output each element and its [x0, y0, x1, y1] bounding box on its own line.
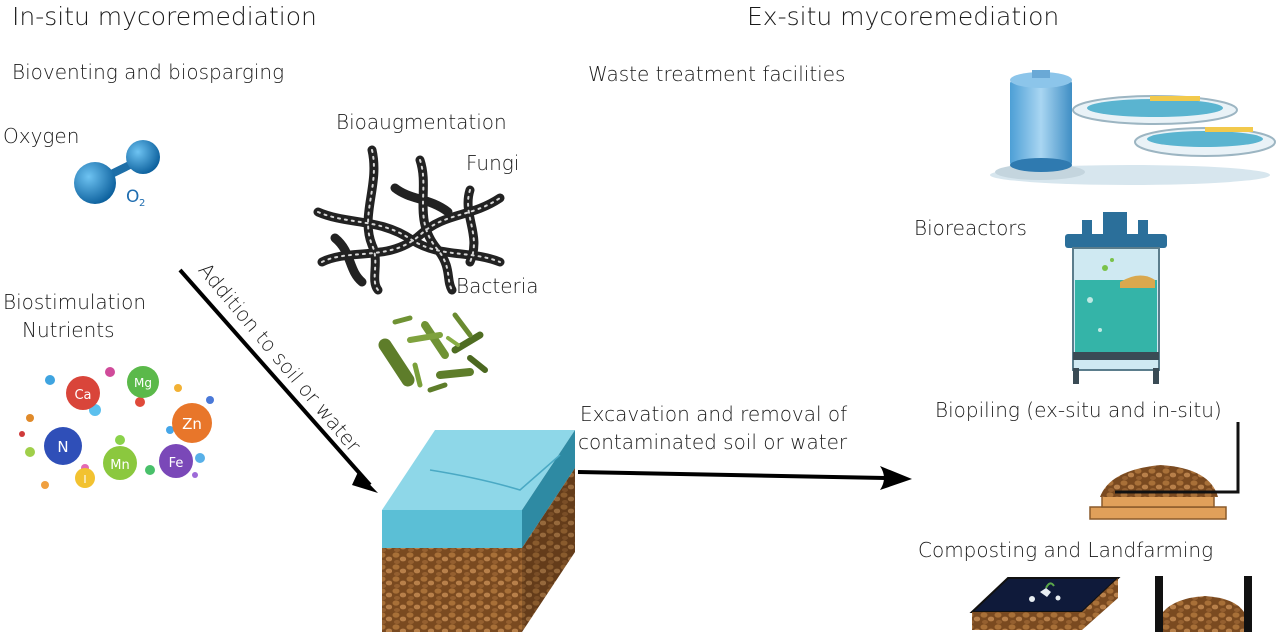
bioreactors-label: Bioreactors [914, 216, 1027, 240]
bioaugmentation-label: Bioaugmentation [336, 110, 507, 134]
biostimulation-label: Biostimulation [3, 290, 146, 314]
nutrient-i-icon: I [75, 468, 95, 488]
insitu-title: In-situ mycoremediation [12, 2, 317, 31]
exsitu-title: Ex-situ mycoremediation [747, 2, 1060, 31]
o2-subscript: 2 [139, 198, 145, 209]
composting-label: Composting and Landfarming [918, 538, 1214, 562]
oxygen-molecule-icon: O 2 [74, 140, 160, 209]
fungi-label: Fungi [466, 151, 520, 175]
excavation-label-line2: contaminated soil or water [578, 430, 848, 454]
nutrient-i-label: I [83, 473, 86, 486]
nutrient-ca-icon: Ca [66, 376, 100, 410]
waste-treatment-label: Waste treatment facilities [588, 62, 846, 86]
nutrient-mg-icon: Mg [127, 366, 159, 398]
oxygen-label: Oxygen [3, 124, 80, 148]
bacteria-icon [378, 312, 488, 393]
nutrient-n-label: N [57, 438, 68, 456]
nutrient-mn-icon: Mn [103, 446, 137, 480]
composting-icon [969, 577, 1121, 630]
waste-treatment-icon [990, 70, 1276, 185]
fungi-icon [313, 145, 505, 295]
o2-formula: O [126, 187, 139, 207]
nutrients-bubbles-icon [19, 367, 214, 489]
nutrient-fe-icon: Fe [159, 444, 193, 478]
nutrient-mn-label: Mn [110, 458, 129, 473]
nutrient-ca-label: Ca [74, 388, 91, 403]
excavation-arrow [577, 470, 886, 480]
bioreactor-icon [1065, 212, 1167, 384]
biopile-icon [1089, 422, 1240, 520]
addition-arrow-head [352, 472, 378, 493]
excavation-label-line1: Excavation and removal of [580, 402, 848, 426]
bacteria-label: Bacteria [456, 274, 539, 298]
nutrient-zn-label: Zn [182, 415, 202, 433]
addition-arrow [178, 268, 372, 487]
bioventing-label: Bioventing and biosparging [12, 60, 285, 84]
excavation-arrow-head [880, 466, 912, 490]
nutrient-zn-icon: Zn [172, 403, 212, 443]
landfarming-icon [1155, 576, 1252, 632]
soil-water-block-icon [382, 430, 575, 632]
biopiling-label: Biopiling (ex-situ and in-situ) [935, 398, 1222, 422]
nutrient-fe-label: Fe [169, 456, 184, 471]
nutrient-n-icon: N [44, 427, 82, 465]
nutrient-mg-label: Mg [134, 376, 152, 390]
nutrients-label: Nutrients [22, 318, 115, 342]
